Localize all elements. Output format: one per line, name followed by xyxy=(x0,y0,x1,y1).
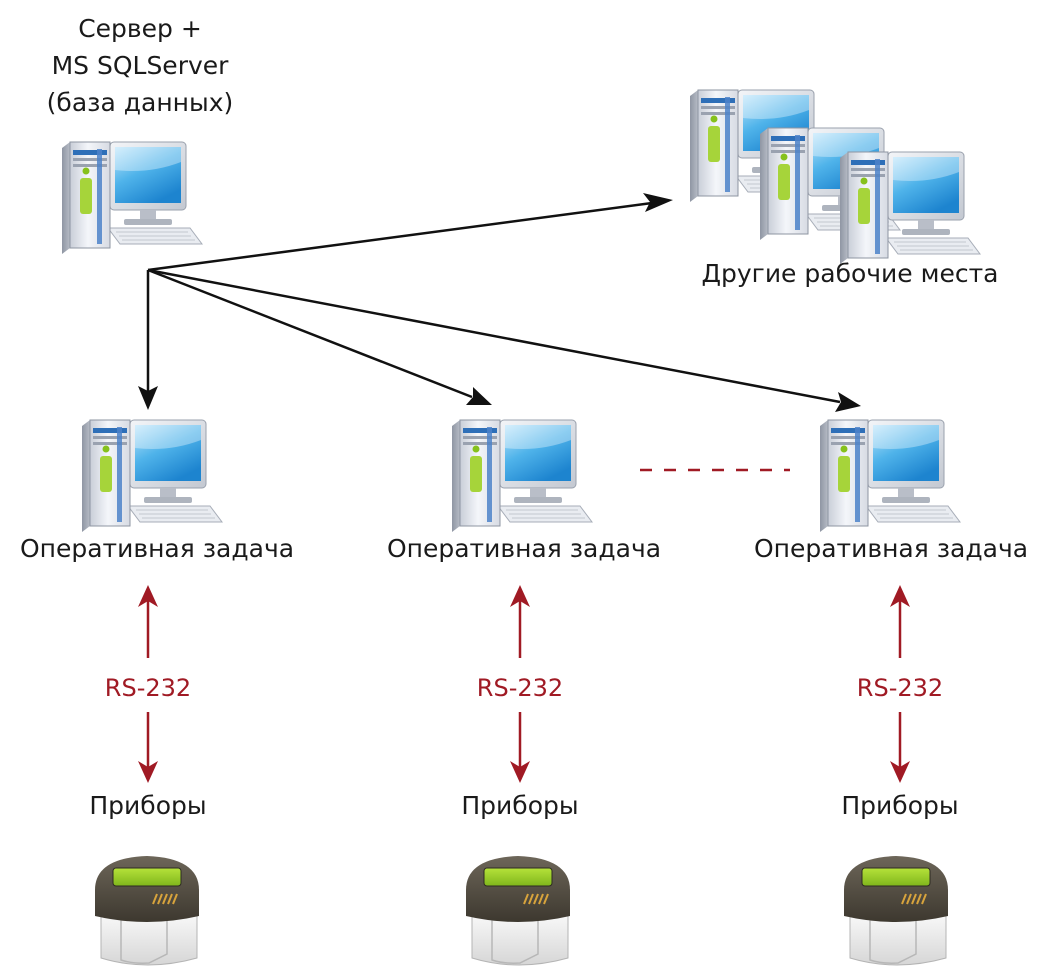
arrow-to-task-3 xyxy=(147,268,841,404)
arrowhead xyxy=(138,585,158,607)
arrowhead xyxy=(510,761,530,783)
serial-links xyxy=(138,585,910,783)
arrowhead xyxy=(890,761,910,783)
task-computer-icon xyxy=(81,419,223,533)
server-connections xyxy=(138,193,861,412)
task-label: Оперативная задача xyxy=(19,534,295,563)
server-label-line: Сервер + xyxy=(78,14,202,43)
serial-link-label: RS-232 xyxy=(104,674,192,702)
arrowhead xyxy=(138,386,158,410)
arrowhead xyxy=(643,193,673,212)
task-label: Оперативная задача xyxy=(386,534,662,563)
device-label: Приборы xyxy=(461,791,579,820)
metering-device-icon xyxy=(465,855,571,966)
arrowhead xyxy=(890,585,910,607)
server-computer-icon xyxy=(61,141,203,255)
arrowhead xyxy=(835,392,861,412)
device-label: Приборы xyxy=(841,791,959,820)
server-label-line: MS SQLServer xyxy=(51,51,229,80)
serial-link-label: RS-232 xyxy=(476,674,564,702)
device-label: Приборы xyxy=(89,791,207,820)
arrowhead xyxy=(510,585,530,607)
task-label: Оперативная задача xyxy=(753,534,1029,563)
server-label: Сервер + MS SQLServer (база данных) xyxy=(15,10,265,121)
arrow-to-task-2 xyxy=(147,268,473,399)
server-label-line: (база данных) xyxy=(46,88,234,117)
other-workplaces-label: Другие рабочие места xyxy=(701,259,999,288)
metering-device-icon xyxy=(94,855,200,966)
workplace-computer-icon xyxy=(839,151,981,265)
serial-link-label: RS-232 xyxy=(856,674,944,702)
arrow-to-other-workplaces xyxy=(147,201,653,272)
task-computer-icon xyxy=(451,419,593,533)
metering-device-icon xyxy=(843,855,949,966)
arrowhead xyxy=(138,761,158,783)
task-computer-icon xyxy=(819,419,961,533)
arrowhead xyxy=(466,387,492,405)
